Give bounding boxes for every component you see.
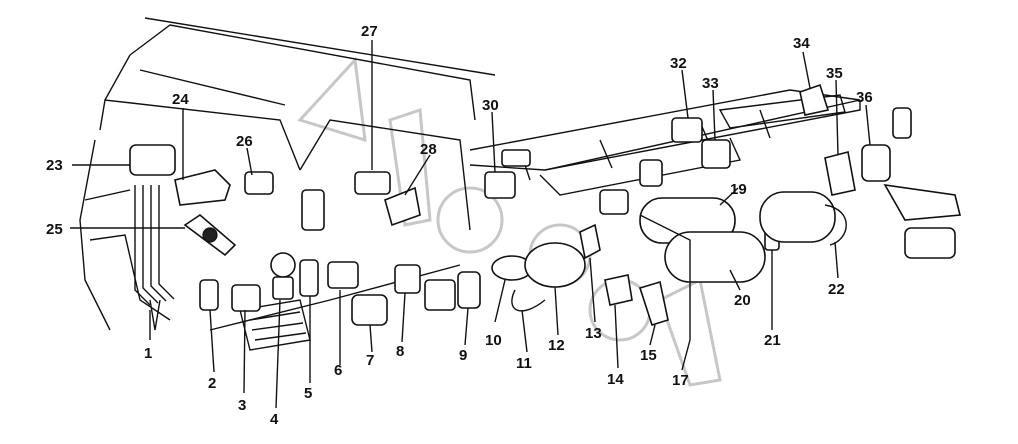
part-label: 35	[826, 65, 843, 82]
part-label: 9	[459, 347, 467, 364]
parts	[129, 83, 962, 340]
part-label: 3	[238, 397, 246, 414]
part-label: 12	[548, 337, 565, 354]
part-label: 5	[304, 385, 312, 402]
part-label: 22	[828, 281, 845, 298]
part-label: 8	[396, 343, 404, 360]
part-label: 28	[420, 141, 437, 158]
part-labels: 1 2 3 4 5 6 7 8 9 10 11 12 13 14 15 17 1…	[46, 23, 873, 428]
part-label: 34	[793, 35, 810, 52]
part-label: 17	[672, 372, 689, 389]
leader-lines	[70, 40, 871, 409]
part-label: 33	[702, 75, 719, 92]
part-label: 10	[485, 332, 502, 349]
part-label: 23	[46, 157, 63, 174]
part-label: 7	[366, 352, 374, 369]
part-label: 25	[46, 221, 63, 238]
part-label: 19	[730, 181, 747, 198]
part-label: 36	[856, 89, 873, 106]
part-label: 2	[208, 375, 216, 392]
part-label: 20	[734, 292, 751, 309]
part-label: 24	[172, 91, 189, 108]
brake-pipes	[134, 185, 175, 331]
part-label: 27	[361, 23, 378, 40]
part-label: 15	[640, 347, 657, 364]
part-label: 1	[144, 345, 152, 362]
part-label: 4	[270, 411, 279, 428]
part-label: 11	[516, 355, 532, 372]
part-label: 30	[482, 97, 499, 114]
part-label: 13	[585, 325, 602, 342]
part-label: 6	[334, 362, 342, 379]
part-label: 26	[236, 133, 253, 150]
part-label: 21	[764, 332, 781, 349]
part-label: 32	[670, 55, 687, 72]
part-label: 14	[607, 371, 624, 388]
chassis-frame	[469, 89, 861, 196]
